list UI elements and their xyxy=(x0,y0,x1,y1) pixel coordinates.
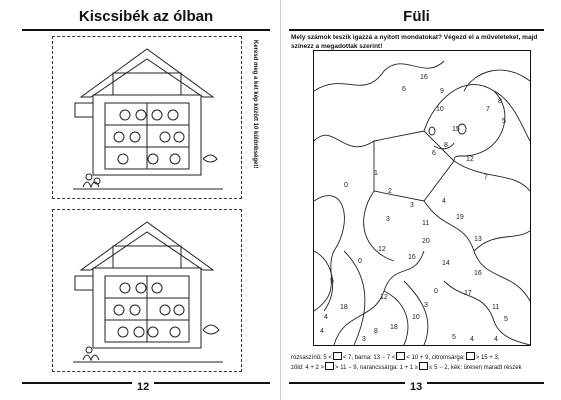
region-number: 8 xyxy=(498,98,502,105)
region-number: 10 xyxy=(412,314,420,321)
region-number: 6 xyxy=(432,150,436,157)
region-number: 5 xyxy=(452,334,456,341)
region-number: 12 xyxy=(380,294,388,301)
right-page-number: 13 xyxy=(405,381,428,393)
region-number: 3 xyxy=(362,336,366,343)
right-page-title: Füli xyxy=(403,8,430,25)
answer-box[interactable] xyxy=(419,362,429,370)
region-number: 7 xyxy=(486,106,490,113)
region-number: 0 xyxy=(344,182,348,189)
region-number: 15 xyxy=(452,126,460,133)
spot-difference-instruction: Keresd meg a két kép között 10 különbség… xyxy=(252,40,258,169)
region-number: 6 xyxy=(402,86,406,93)
henhouse-drawing-bottom xyxy=(73,221,223,363)
region-number: 10 xyxy=(436,106,444,113)
color-legend-line-1: rózsaszínű: 5 << 7, barna: 13 − 7 << 10 … xyxy=(291,352,546,363)
region-number: 7 xyxy=(484,174,488,181)
region-number: 4 xyxy=(442,198,446,205)
region-number: 18 xyxy=(340,304,348,311)
region-number: 3 xyxy=(410,202,414,209)
region-number: 16 xyxy=(420,74,428,81)
region-number: 8 xyxy=(444,142,448,149)
page-divider xyxy=(280,0,281,400)
region-number: 4 xyxy=(494,336,498,343)
answer-box[interactable] xyxy=(332,352,342,360)
region-number: 8 xyxy=(374,328,378,335)
region-number: 5 xyxy=(502,118,506,125)
region-number: 2 xyxy=(388,188,392,195)
region-number: 5 xyxy=(504,316,508,323)
region-number: 18 xyxy=(390,324,398,331)
region-number: 3 xyxy=(386,216,390,223)
right-title-rule xyxy=(289,29,544,31)
region-number: 16 xyxy=(408,254,416,261)
left-page-number: 12 xyxy=(132,381,155,393)
region-number: 0 xyxy=(434,288,438,295)
region-number: 14 xyxy=(442,260,450,267)
left-page: Kiscsibék az ólban xyxy=(0,0,280,400)
color-legend-line-2: zöld: 4 + 2 >> 11 − 9, narancssárga: 1 +… xyxy=(291,362,546,373)
region-number: 11 xyxy=(492,304,499,311)
region-number: 4 xyxy=(324,314,328,321)
henhouse-picture-top xyxy=(52,36,242,199)
region-number: 0 xyxy=(358,258,362,265)
region-number: 3 xyxy=(424,302,428,309)
answer-box[interactable] xyxy=(465,352,475,360)
region-number: 12 xyxy=(466,156,474,163)
region-number: 12 xyxy=(378,246,386,253)
henhouse-drawing-top xyxy=(73,48,223,190)
task-instruction: Mely számok teszik igazzá a nyitott mond… xyxy=(291,34,538,50)
region-number: 4 xyxy=(320,328,324,335)
answer-box[interactable] xyxy=(396,352,406,360)
region-number: 19 xyxy=(456,214,464,221)
region-number: 9 xyxy=(440,88,444,95)
answer-box[interactable] xyxy=(325,362,335,370)
left-page-title: Kiscsibék az ólban xyxy=(78,8,214,25)
henhouse-picture-bottom xyxy=(52,209,242,372)
region-number: 11 xyxy=(422,220,429,227)
region-number: 1 xyxy=(374,170,378,177)
left-title-rule xyxy=(22,29,270,31)
region-number: 5 xyxy=(330,278,334,285)
region-number: 13 xyxy=(474,236,482,243)
region-number: 17 xyxy=(464,290,472,297)
region-number: 16 xyxy=(474,270,482,277)
region-number: 4 xyxy=(470,336,474,343)
right-page: Füli Mely számok teszik igazzá a nyitott… xyxy=(281,0,561,400)
region-number: 20 xyxy=(422,238,430,245)
